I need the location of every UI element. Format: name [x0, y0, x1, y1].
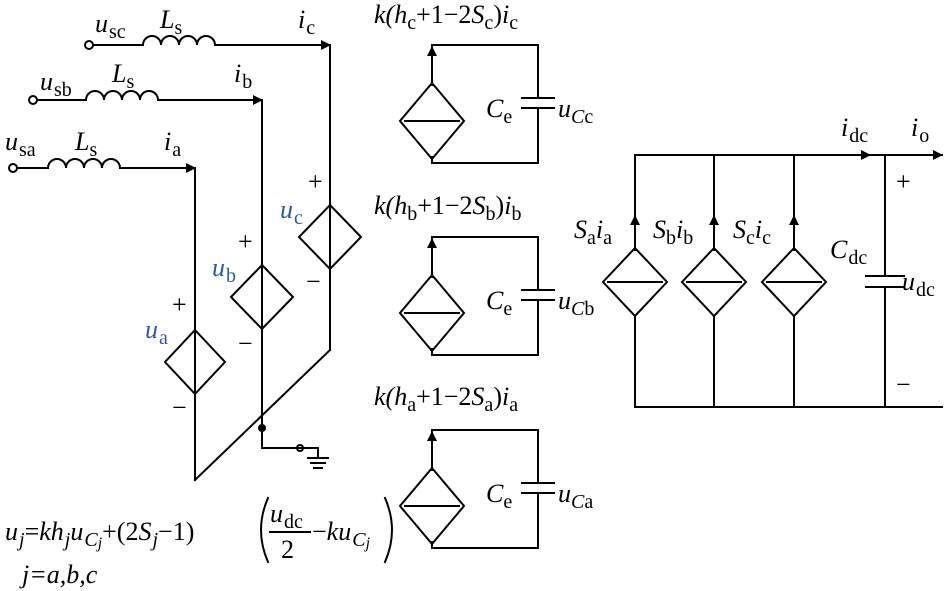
current-source — [398, 466, 466, 546]
equation-domain: j=a,b,c — [19, 560, 98, 589]
minus-ua: − — [172, 393, 187, 422]
frac-numerator: udc — [270, 499, 303, 533]
label-udc: udc — [902, 267, 935, 301]
ground-terminal[interactable] — [296, 444, 304, 452]
dc-source-label-c: Scic — [733, 215, 771, 249]
cell-volt-b: uCb — [558, 286, 594, 320]
cell-cap-b: Ce — [486, 286, 512, 320]
inductor-ls-b — [84, 90, 160, 102]
minus-uc: − — [306, 267, 321, 296]
label-ls-c: Ls — [159, 5, 182, 39]
cell-label-a: k(ha+1−2Sa)ia — [374, 382, 518, 416]
label-cdc: Cdc — [830, 235, 867, 269]
paren-left — [260, 496, 270, 564]
dc-bus — [634, 150, 943, 408]
cell-label-c: k(hc+1−2Sc)ic — [374, 0, 518, 34]
terminal-usc[interactable] — [84, 40, 94, 50]
equation: uj=khjuCj+(2Sj−1) udc 2 −kuCj j=a,b,c — [5, 496, 393, 589]
label-idc: idc — [841, 113, 868, 147]
plus-uc: + — [308, 167, 323, 196]
dc-current-source-c: Scic — [733, 154, 828, 408]
label-ua: ua — [145, 315, 168, 349]
inductor-ls-a — [46, 158, 122, 170]
plus-ua: + — [172, 290, 187, 319]
label-ic: ic — [298, 5, 315, 39]
dc-source-label-b: Sbib — [653, 215, 693, 249]
phase-c-line — [84, 35, 331, 351]
label-ib: ib — [234, 59, 252, 93]
minus-ub: − — [238, 329, 253, 358]
label-ub: ub — [212, 253, 236, 287]
phase-a-line — [8, 158, 196, 481]
equation-tail: −kuCj — [312, 517, 371, 552]
cell-label-b: k(hb+1−2Sb)ib — [374, 191, 521, 225]
phase-b-line — [28, 90, 319, 449]
label-ls-a: Ls — [74, 127, 97, 161]
equation-lhs: uj=khjuCj+(2Sj−1) — [5, 517, 194, 552]
plus-ub: + — [238, 227, 253, 256]
label-usa: usa — [5, 127, 36, 161]
dc-source-label-a: Saia — [574, 215, 612, 249]
terminal-usb[interactable] — [28, 95, 38, 105]
cell-volt-c: uCc — [558, 94, 593, 128]
plus-udc: + — [896, 167, 911, 196]
current-source — [398, 81, 466, 161]
voltage-source-ub — [229, 263, 295, 331]
cell-cap-c: Ce — [486, 94, 512, 128]
label-usb: usb — [40, 67, 72, 101]
label-ia: ia — [164, 127, 181, 161]
current-source — [398, 273, 466, 353]
cell-cap-a: Ce — [486, 479, 512, 513]
minus-udc: − — [896, 370, 911, 399]
label-io: io — [911, 113, 929, 147]
frac-denominator: 2 — [281, 535, 294, 564]
neutral-wire — [193, 348, 332, 482]
paren-right — [383, 496, 393, 564]
inductor-ls-c — [141, 35, 217, 47]
label-ls-b: Ls — [111, 59, 134, 93]
terminal-usa[interactable] — [8, 163, 18, 173]
dc-current-sources: Saia Sbib Scic — [574, 154, 828, 408]
voltage-source-ua — [163, 328, 227, 396]
dc-current-source-a: Saia — [574, 154, 669, 408]
svg-text:usc: usc — [95, 9, 126, 43]
ground-icon — [307, 457, 329, 469]
dc-current-source-b: Sbib — [653, 154, 748, 408]
voltage-source-uc — [297, 203, 363, 271]
label-uc: uc — [280, 195, 303, 229]
cell-volt-a: uCa — [558, 479, 593, 513]
